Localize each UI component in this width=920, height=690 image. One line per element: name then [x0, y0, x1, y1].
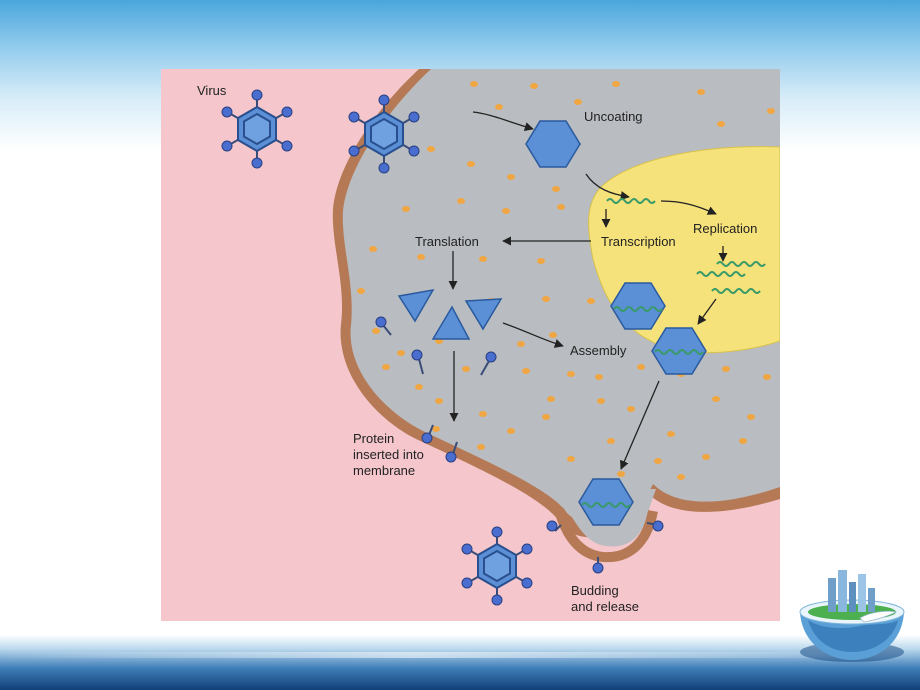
globe-city-icon	[799, 570, 905, 662]
to-assembly-from-proteins-arrow	[502, 322, 564, 348]
cytoplasm-granules	[357, 81, 775, 480]
label-uncoating: Uncoating	[584, 109, 643, 124]
replication-arrow	[660, 200, 717, 215]
budding-membrane	[554, 507, 658, 563]
protein-triangle-3	[464, 298, 503, 331]
entry-arrow	[472, 111, 534, 132]
label-transcription: Transcription	[601, 234, 676, 249]
label-translation: Translation	[415, 234, 479, 249]
to-budding-arrow	[620, 380, 660, 470]
label-assembly: Assembly	[570, 343, 627, 358]
label-protein-line3: membrane	[353, 463, 416, 478]
slide-footer-band	[0, 635, 920, 690]
virus-particle-released	[461, 526, 533, 606]
label-budding-line1: Budding	[571, 583, 619, 598]
virus-particle-free	[221, 89, 293, 169]
label-protein-line1: Protein	[353, 431, 395, 446]
label-virus: Virus	[197, 83, 227, 98]
label-replication: Replication	[693, 221, 758, 236]
diagram-svg	[221, 69, 780, 606]
to-assembly-arrow	[697, 298, 717, 325]
virus-life-cycle-figure: Virus Uncoating Replication Transcriptio…	[161, 69, 780, 621]
uncoating-arrow	[585, 173, 630, 201]
protein-triangle-1	[397, 288, 435, 323]
label-protein-line2: inserted into	[353, 447, 424, 462]
membrane-proteins	[375, 316, 664, 574]
label-budding-line2: and release	[571, 599, 639, 614]
slide-footer-shine	[0, 652, 920, 658]
protein-triangle-2	[431, 305, 471, 340]
